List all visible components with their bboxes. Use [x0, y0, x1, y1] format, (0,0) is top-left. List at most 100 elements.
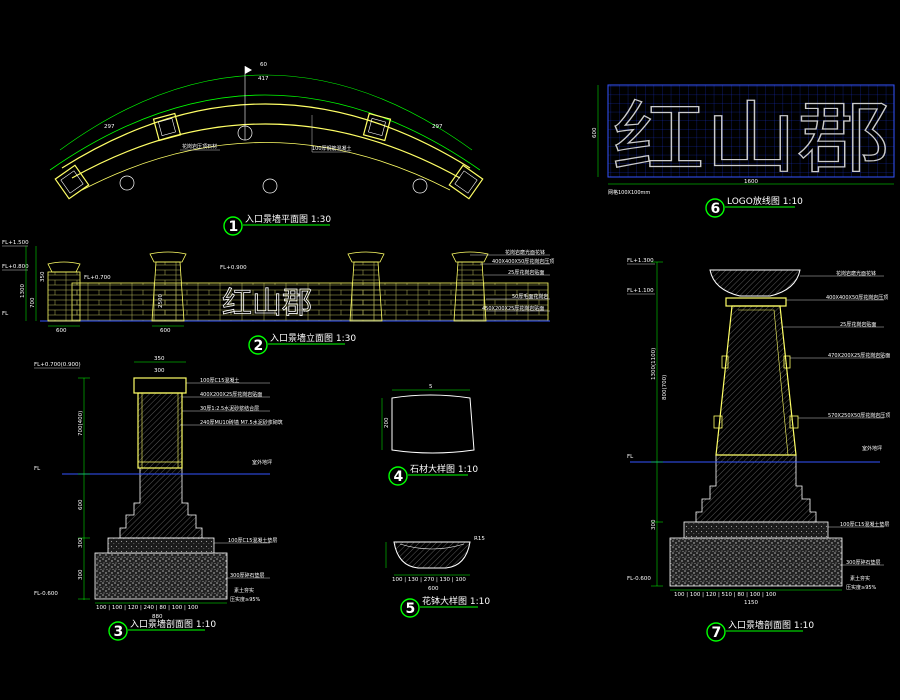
- s3-dim-h1: 700(400): [78, 411, 84, 436]
- elevation-pillar-2: [149, 251, 187, 322]
- s5-dim-row: 100 | 130 | 270 | 130 | 100: [392, 577, 466, 583]
- plan-note-center: 100厚钢筋混凝土: [312, 145, 352, 152]
- elevation-view: 红山郡 FL+1.500 FL+0.800 FL+0.700 FL+0.900 …: [2, 240, 554, 334]
- view-title-5: 花钵大样图 1:10: [422, 595, 490, 607]
- s7-dim-bottom: 100 | 100 | 120 | 510 | 80 | 100 | 100: [674, 592, 777, 598]
- view-number-3: 3: [114, 624, 124, 640]
- s7-note-5: 570X250X50厚花岗岩压顶: [828, 412, 890, 419]
- s7-level-1300: FL+1.300: [627, 258, 654, 264]
- plan-pillar-4: [448, 164, 484, 200]
- s7-level-bottom: FL-0.600: [627, 576, 651, 582]
- elev-level-1500: FL+1.500: [2, 240, 29, 246]
- view-title-7: 入口景墙剖面图 1:10: [728, 619, 814, 631]
- s3-level-fl: FL: [34, 466, 41, 472]
- s3-dim-top: 350: [154, 356, 165, 362]
- logo-grid-note: 网格100X100mm: [608, 189, 650, 196]
- view-number-6: 6: [711, 201, 721, 217]
- s7-note-3: 25厚花岗岩贴面: [840, 321, 876, 328]
- s7-note-7: 100厚C15混凝土垫层: [840, 521, 889, 528]
- view-label-2: 2 入口景墙立面图 1:30: [248, 332, 356, 355]
- elevation-logo-text: 红山郡: [222, 286, 312, 321]
- s3-note-3: 30厚1:2.5水泥砂浆结合层: [200, 405, 259, 412]
- s3-note-1: 100厚C15混凝土: [200, 377, 239, 384]
- view-number-4: 4: [394, 469, 404, 485]
- view-label-6: 6 LOGO放线图 1:10: [705, 195, 803, 218]
- s4-dim-h: 200: [384, 417, 390, 428]
- s3-dim-h2: 600: [78, 499, 84, 510]
- view-number-2: 2: [254, 338, 264, 354]
- elev-note-1: 花岗岩磨光面花钵: [505, 249, 545, 256]
- elev-level-fl: FL: [2, 311, 9, 317]
- s7-callouts: 花岗岩磨光面花钵 400X400X50厚花岗岩压顶 25厚花岗岩贴面 470X2…: [782, 270, 890, 591]
- view-number-7: 7: [712, 625, 722, 641]
- s3-level-top: FL+0.700(0.900): [34, 362, 81, 368]
- elev-level-0800: FL+0.800: [2, 264, 29, 270]
- s7-note-6: 室外地坪: [862, 445, 882, 452]
- s3-note-8: 素土夯实: [234, 587, 254, 594]
- s7-note-10: 压实度≥95%: [846, 584, 877, 591]
- elev-dim-h1: 1300: [20, 284, 26, 298]
- plan-pillar-2: [152, 112, 182, 142]
- s4-dim-w: 5: [429, 384, 433, 390]
- plan-dim-right: 297: [432, 124, 443, 130]
- section-view-3: FL+0.700(0.900) FL FL-0.600 700(400) 600…: [34, 356, 283, 620]
- s7-note-8: 300厚碎石垫层: [846, 559, 881, 566]
- stone-detail-view: 5 200: [381, 384, 475, 454]
- logo-grid-text: 红山郡: [612, 94, 890, 184]
- view-title-1: 入口景墙平面图 1:30: [245, 213, 331, 225]
- elev-note-5: 450X200X25厚花岗岩贴面: [482, 305, 544, 312]
- view-label-3: 3 入口景墙剖面图 1:10: [108, 618, 216, 641]
- logo-dim-h: 600: [592, 127, 598, 138]
- view-title-2: 入口景墙立面图 1:30: [270, 332, 356, 344]
- elev-dim-600b: 600: [160, 328, 171, 334]
- elev-dim-h4: 2500: [158, 294, 164, 308]
- elev-level-0900: FL+0.900: [220, 265, 247, 271]
- s3-dim-top2: 300: [154, 368, 165, 374]
- s3-dim-h3: 300: [78, 537, 84, 548]
- plan-pillar-1: [54, 164, 90, 200]
- s7-note-2: 400X400X50厚花岗岩压顶: [826, 294, 888, 301]
- s7-note-9: 素土夯实: [850, 575, 870, 582]
- s3-note-6: 100厚C15混凝土垫层: [228, 537, 277, 544]
- elev-dim-600a: 600: [56, 328, 67, 334]
- s5-dim-r: R15: [474, 536, 485, 542]
- s7-dim-h2: 800(700): [662, 375, 668, 400]
- elev-dim-h3: 350: [40, 271, 46, 282]
- view-number-5: 5: [406, 601, 416, 617]
- view-title-6: LOGO放线图 1:10: [727, 195, 803, 207]
- s3-dim-total: 880: [152, 614, 163, 620]
- s3-dim-h4: 300: [78, 569, 84, 580]
- elevation-pillar-3: [347, 251, 385, 322]
- elev-note-4: 50厚毛面花岗岩: [512, 293, 548, 300]
- logo-dim-w: 1600: [744, 179, 758, 185]
- elev-note-3: 25厚花岗岩贴面: [508, 269, 544, 276]
- view-label-7: 7 入口景墙剖面图 1:10: [706, 619, 814, 642]
- s3-level-bottom: FL-0.600: [34, 591, 58, 597]
- s7-dim-h: 1300(1100): [651, 348, 657, 380]
- s3-note-7: 300厚碎石垫层: [230, 572, 265, 579]
- plan-dim-outer: 60: [260, 62, 267, 68]
- view-label-5: 5 花钵大样图 1:10: [400, 595, 490, 618]
- view-label-1: 1 入口景墙平面图 1:30: [223, 213, 331, 236]
- plan-dim-inner: 417: [258, 76, 269, 82]
- s3-note-9: 压实度≥95%: [230, 596, 261, 603]
- plan-view: 60 417 297 297 花岗岩压顶石材 100厚钢筋混凝土: [49, 62, 484, 200]
- plan-pillar-3: [362, 112, 392, 142]
- elev-note-2: 400X400X50厚花岗岩压顶: [492, 258, 554, 265]
- view-label-4: 4 石材大样图 1:10: [388, 463, 478, 486]
- s7-level-fl: FL: [627, 454, 634, 460]
- plan-note-mid: 花岗岩压顶石材: [182, 143, 217, 150]
- logo-grid-view: 红山郡 1600 600 网格100X100mm: [592, 84, 895, 196]
- s5-dim-total: 600: [428, 586, 439, 592]
- s7-level-1100: FL+1.100: [627, 288, 654, 294]
- planter-detail-view: 100 | 130 | 270 | 130 | 100 600 R15: [385, 536, 485, 592]
- s3-note-2: 400X200X25厚花岗岩贴面: [200, 391, 262, 398]
- s3-callouts: 100厚C15混凝土 400X200X25厚花岗岩贴面 30厚1:2.5水泥砂浆…: [180, 377, 283, 603]
- s7-dim-total: 1150: [744, 600, 758, 606]
- s7-note-4: 470X200X25厚花岗岩贴面: [828, 352, 890, 359]
- plan-dim-left: 297: [104, 124, 115, 130]
- view-title-4: 石材大样图 1:10: [410, 463, 478, 475]
- section-view-7: FL+1.300 FL+1.100 FL FL-0.600 1300(1100)…: [627, 258, 890, 606]
- s3-dim-bottom: 100 | 100 | 120 | 240 | 80 | 100 | 100: [96, 605, 199, 611]
